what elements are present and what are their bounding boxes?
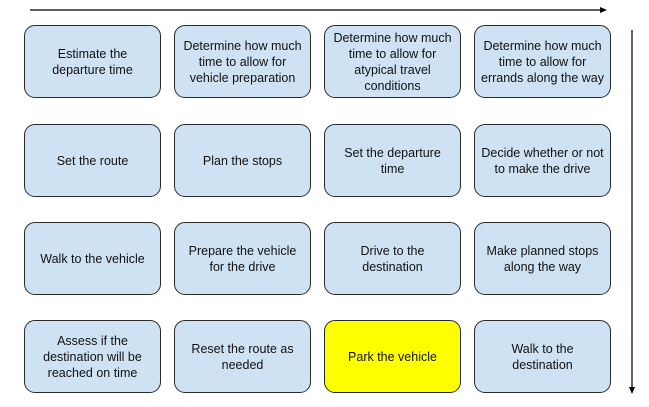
step-label: Walk to the vehicle — [40, 251, 145, 266]
step-label: Determine how much time to allow for err… — [481, 38, 604, 85]
step-label: Drive to the destination — [360, 243, 425, 274]
step-box: Walk to the destination — [474, 320, 611, 393]
step-label: Park the vehicle — [348, 349, 437, 364]
step-box: Plan the stops — [174, 124, 311, 197]
step-label: Make planned stops along the way — [486, 243, 599, 274]
step-label: Decide whether or not to make the drive — [481, 145, 604, 176]
step-box: Decide whether or not to make the drive — [474, 124, 611, 197]
step-box: Assess if the destination will be reache… — [24, 320, 161, 393]
step-label: Estimate the departure time — [52, 46, 133, 77]
step-box: Make planned stops along the way — [474, 222, 611, 295]
step-label: Determine how much time to allow for aty… — [333, 30, 452, 93]
step-label: Walk to the destination — [511, 341, 574, 372]
step-box: Estimate the departure time — [24, 25, 161, 98]
step-label: Plan the stops — [202, 153, 283, 168]
step-label: Reset the route as needed — [191, 341, 294, 372]
step-box: Set the departure time — [324, 124, 461, 197]
step-box: Set the route — [24, 124, 161, 197]
step-box: Walk to the vehicle — [24, 222, 161, 295]
step-box: Reset the route as needed — [174, 320, 311, 393]
step-label: Set the route — [56, 153, 129, 168]
step-box: Determine how much time to allow for aty… — [324, 25, 461, 98]
step-label: Determine how much time to allow for veh… — [183, 38, 302, 85]
step-box: Prepare the vehicle for the drive — [174, 222, 311, 295]
step-label: Prepare the vehicle for the drive — [188, 243, 297, 274]
step-box: Determine how much time to allow for err… — [474, 25, 611, 98]
step-box-highlighted: Park the vehicle — [324, 320, 461, 393]
step-box: Drive to the destination — [324, 222, 461, 295]
step-label: Assess if the destination will be reache… — [43, 333, 142, 380]
step-box: Determine how much time to allow for veh… — [174, 25, 311, 98]
step-label: Set the departure time — [344, 145, 441, 176]
